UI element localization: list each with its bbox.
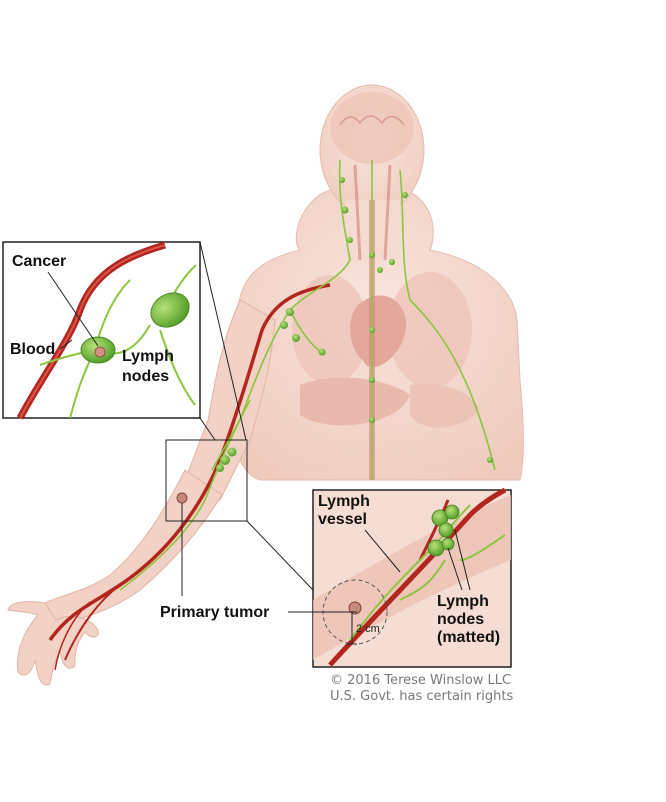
upper-arm [184,299,276,501]
heart [350,295,407,368]
leader-matted-a [447,547,463,591]
credit-line-1: © 2016 Terese Winslow LLC [330,673,511,688]
inset-primary-tumor [348,601,362,615]
label-cancer: Cancer [12,253,66,270]
label-primary-tumor: Primary tumor [160,604,269,621]
label-matted-1: Lymph [437,593,489,610]
label-lymph-vessel-2: vessel [318,511,367,528]
inset-lymph-node [150,292,190,328]
label-matted-2: nodes [437,611,484,628]
arm-zoom-box [165,439,248,522]
inset-connector-top [199,241,247,441]
label-measure: 2 cm [356,623,380,635]
inset-matted-nodes: 2 cm Lymph vessel Lymph nodes (matted) [312,487,512,668]
primary-tumor-mark [176,492,188,504]
right-lung [388,272,472,388]
liver [300,377,410,426]
stomach [410,383,480,428]
inset-connector-right [246,520,314,591]
brain [330,92,414,164]
label-blood: Blood [10,341,55,358]
brain-folds [339,115,405,126]
leader-matted-b [454,529,471,591]
hand [7,601,99,686]
inset-cancer-spread: Cancer Blood Lymph nodes [2,241,201,420]
arm-artery-branch-2 [54,601,91,671]
label-lymph-nodes-1: Lymph [122,348,174,365]
forearm [39,469,223,626]
leader-blood [59,339,73,350]
neck-artery [353,164,392,261]
cancer-cells [94,346,106,358]
chain-lymph-nodes [216,177,493,472]
matted-lymph-nodes [427,504,460,557]
leader-cancer [47,271,99,347]
credit-line-2: U.S. Govt. has certain rights [330,689,513,704]
arm-artery-branch [64,584,121,661]
label-lymph-nodes-2: nodes [122,368,169,385]
label-matted-3: (matted) [437,629,500,646]
left-lung [292,275,368,385]
inset-connector-bottom [199,417,216,441]
label-lymph-vessel-1: Lymph [318,493,370,510]
body-figure [7,84,524,686]
leader-lymph-vessel [364,529,401,573]
arm-artery [48,283,331,642]
